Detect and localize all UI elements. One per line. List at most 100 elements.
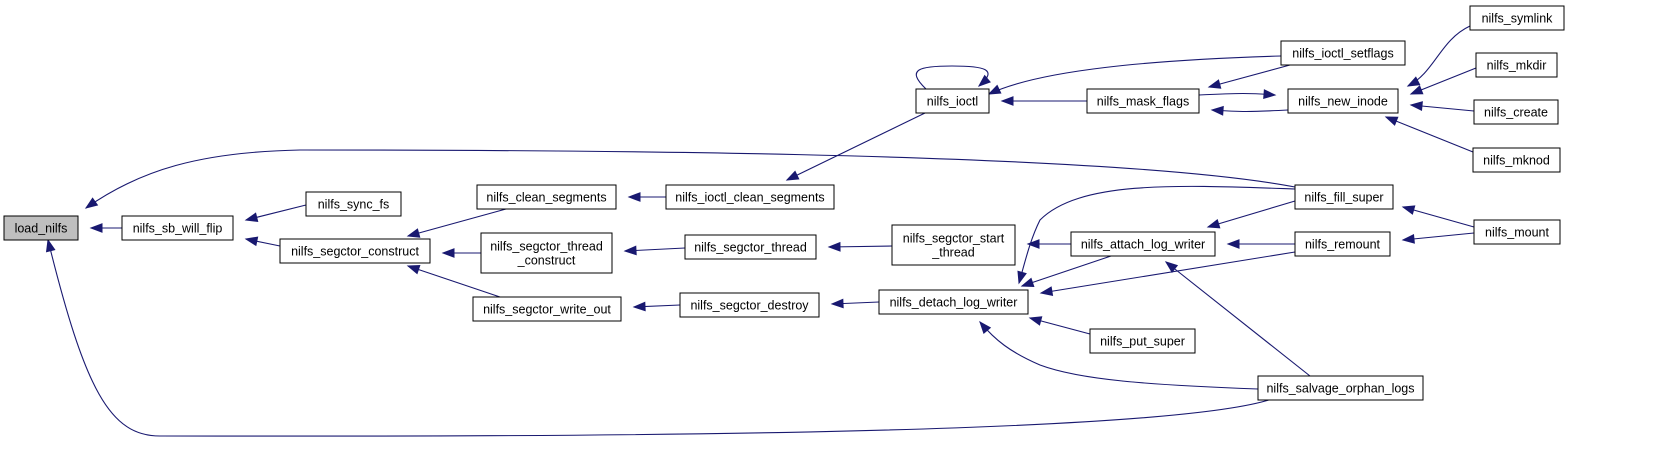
node-nilfs_ioctl_clean_segments[interactable]: nilfs_ioctl_clean_segments xyxy=(665,184,835,210)
node-box[interactable] xyxy=(121,215,234,241)
node-nilfs_remount[interactable]: nilfs_remount xyxy=(1294,231,1391,257)
nodes-layer: load_nilfs nilfs_sb_will_flip nilfs_sync_f… xyxy=(3,5,1565,401)
node-label: nilfs_ioctl xyxy=(927,95,978,109)
edge-line xyxy=(47,239,1273,437)
edge-nilfs_fill_super-to-load_nilfs xyxy=(84,149,1296,209)
node-nilfs_put_super[interactable]: nilfs_put_super xyxy=(1089,328,1196,354)
node-nilfs_segctor_write_out[interactable]: nilfs_segctor_write_out xyxy=(472,296,622,322)
arrowhead-icon xyxy=(1401,233,1415,244)
edge-line xyxy=(979,321,1259,390)
arrowhead-icon xyxy=(827,241,841,252)
node-box[interactable] xyxy=(1475,52,1558,78)
node-nilfs_sb_will_flip[interactable]: nilfs_sb_will_flip xyxy=(121,215,234,241)
node-nilfs_clean_segments[interactable]: nilfs_clean_segments xyxy=(476,184,617,210)
node-box[interactable] xyxy=(480,232,613,274)
arrowhead-icon xyxy=(979,320,992,334)
node-box[interactable] xyxy=(891,224,1016,266)
node-box[interactable] xyxy=(1257,375,1424,401)
node-box[interactable] xyxy=(1280,40,1406,66)
node-nilfs_new_inode[interactable]: nilfs_new_inode xyxy=(1287,88,1399,114)
node-box[interactable] xyxy=(1469,5,1565,31)
arrowhead-icon xyxy=(1409,101,1423,111)
node-box[interactable] xyxy=(1473,99,1559,125)
edge-nilfs_segctor_start_thread-to-nilfs_segctor_thread xyxy=(827,241,893,252)
node-box[interactable] xyxy=(279,238,431,264)
arrowhead-icon xyxy=(1207,79,1222,89)
node-label: nilfs_mount xyxy=(1485,226,1549,240)
node-nilfs_detach_log_writer[interactable]: nilfs_detach_log_writer xyxy=(878,289,1029,315)
node-nilfs_segctor_construct[interactable]: nilfs_segctor_construct xyxy=(279,238,431,264)
arrowhead-icon xyxy=(1028,316,1043,326)
node-box[interactable] xyxy=(305,191,402,217)
node-nilfs_ioctl[interactable]: nilfs_ioctl xyxy=(915,88,990,114)
node-nilfs_fill_super[interactable]: nilfs_fill_super xyxy=(1294,184,1394,210)
node-nilfs_mkdir[interactable]: nilfs_mkdir xyxy=(1475,52,1558,78)
node-box[interactable] xyxy=(1294,184,1394,210)
node-label: nilfs_ioctl_setflags xyxy=(1292,47,1393,61)
node-label: nilfs_mkdir xyxy=(1487,59,1547,73)
edge-nilfs_salvage_orphan_logs-to-nilfs_detach_log_writer xyxy=(979,320,1259,390)
edge-nilfs_mount-to-nilfs_fill_super xyxy=(1401,205,1475,228)
arrowhead-icon xyxy=(1210,105,1224,116)
edge-nilfs_salvage_orphan_logs-to-load_nilfs xyxy=(45,238,1273,437)
arrowhead-icon xyxy=(1026,239,1040,249)
arrowhead-icon xyxy=(244,212,259,222)
node-box[interactable] xyxy=(476,184,617,210)
node-label: nilfs_segctor_destroy xyxy=(690,299,809,313)
node-nilfs_mknod[interactable]: nilfs_mknod xyxy=(1472,147,1561,173)
node-box[interactable] xyxy=(679,292,820,318)
node-nilfs_ioctl_setflags[interactable]: nilfs_ioctl_setflags xyxy=(1280,40,1406,66)
node-box[interactable] xyxy=(1089,328,1196,354)
node-nilfs_salvage_orphan_logs[interactable]: nilfs_salvage_orphan_logs xyxy=(1257,375,1424,401)
arrowhead-icon xyxy=(406,265,421,275)
edges-layer xyxy=(45,25,1477,437)
node-nilfs_segctor_thread[interactable]: nilfs_segctor_thread xyxy=(684,234,817,260)
node-nilfs_mask_flags[interactable]: nilfs_mask_flags xyxy=(1086,88,1200,114)
node-nilfs_create[interactable]: nilfs_create xyxy=(1473,99,1559,125)
node-box[interactable] xyxy=(915,88,990,114)
edge-nilfs_attach_log_writer-to-nilfs_segctor_start_thread xyxy=(1026,239,1071,249)
node-label: nilfs_create xyxy=(1484,106,1548,120)
edge-nilfs_fill_super-to-nilfs_attach_log_writer xyxy=(1206,200,1296,229)
node-nilfs_segctor_thread_construct[interactable]: nilfs_segctor_thread_construct xyxy=(480,232,613,274)
arrowhead-icon xyxy=(632,301,646,312)
node-load_nilfs[interactable]: load_nilfs xyxy=(3,215,79,241)
node-box[interactable] xyxy=(1473,219,1561,245)
node-box[interactable] xyxy=(1086,88,1200,114)
node-box[interactable] xyxy=(3,215,79,241)
edge-nilfs_segctor_write_out-to-nilfs_segctor_construct xyxy=(406,265,501,298)
arrowhead-icon xyxy=(1020,277,1035,287)
edge-line xyxy=(1207,200,1296,228)
edge-nilfs_mask_flags-to-nilfs_ioctl xyxy=(1000,96,1087,106)
edge-nilfs_remount-to-nilfs_attach_log_writer xyxy=(1226,239,1295,249)
arrowhead-icon xyxy=(1401,205,1416,215)
node-label: nilfs_segctor_write_out xyxy=(483,303,611,317)
node-box[interactable] xyxy=(1070,231,1216,257)
node-nilfs_attach_log_writer[interactable]: nilfs_attach_log_writer xyxy=(1070,231,1216,257)
edge-line xyxy=(407,208,507,237)
node-nilfs_segctor_start_thread[interactable]: nilfs_segctor_start_thread xyxy=(891,224,1016,266)
node-box[interactable] xyxy=(1472,147,1561,173)
node-nilfs_segctor_destroy[interactable]: nilfs_segctor_destroy xyxy=(679,292,820,318)
arrowhead-icon xyxy=(1406,76,1421,87)
edge-line xyxy=(786,112,926,181)
node-nilfs_sync_fs[interactable]: nilfs_sync_fs xyxy=(305,191,402,217)
edge-line xyxy=(85,149,1296,209)
edge-nilfs_mask_flags-to-nilfs_new_inode xyxy=(1198,89,1277,99)
node-box[interactable] xyxy=(665,184,835,210)
node-box[interactable] xyxy=(1294,231,1391,257)
arrowhead-icon xyxy=(406,228,421,238)
node-nilfs_mount[interactable]: nilfs_mount xyxy=(1473,219,1561,245)
arrowhead-icon xyxy=(977,74,991,87)
node-nilfs_symlink[interactable]: nilfs_symlink xyxy=(1469,5,1565,31)
node-label: nilfs_sync_fs xyxy=(318,198,390,212)
edge-nilfs_detach_log_writer-to-nilfs_segctor_destroy xyxy=(830,298,880,309)
node-label: nilfs_remount xyxy=(1305,238,1381,252)
node-label: nilfs_mask_flags xyxy=(1097,95,1189,109)
node-box[interactable] xyxy=(878,289,1029,315)
edge-nilfs_mount-to-nilfs_remount xyxy=(1401,232,1475,244)
node-box[interactable] xyxy=(472,296,622,322)
node-box[interactable] xyxy=(1287,88,1399,114)
node-box[interactable] xyxy=(684,234,817,260)
arrowhead-icon xyxy=(1000,96,1014,106)
